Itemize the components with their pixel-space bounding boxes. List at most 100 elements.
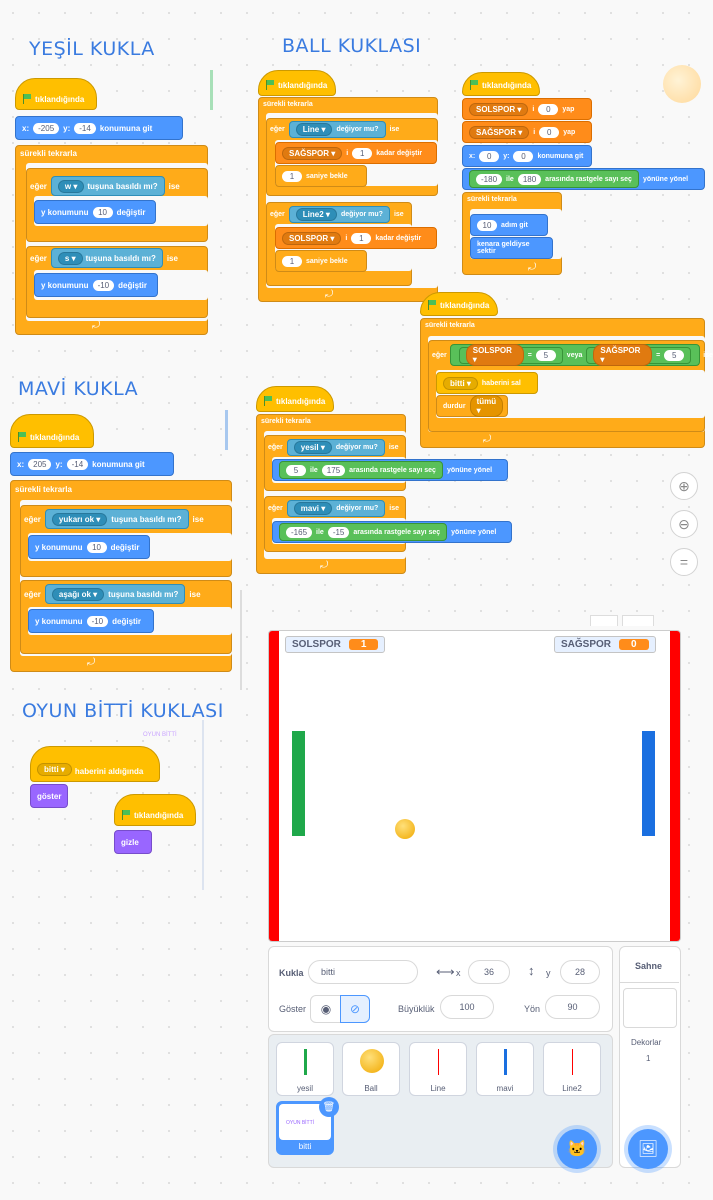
when-flag-block[interactable]: tıklandığında xyxy=(15,78,97,110)
show-block[interactable]: göster xyxy=(30,784,68,808)
key-pressed-block[interactable]: yukarı ok ▾tuşuna basıldı mı? xyxy=(44,509,189,529)
value-input[interactable]: 0 xyxy=(538,103,559,115)
variable-dropdown[interactable]: SAĞSPOR ▾ xyxy=(282,146,343,160)
when-flag-block[interactable]: tıklandığında xyxy=(420,292,498,316)
sprite-tile-yesil[interactable]: yesil xyxy=(276,1042,334,1096)
direction-input[interactable]: 90 xyxy=(545,995,600,1019)
zoom-in-icon[interactable]: ⊕ xyxy=(670,472,698,500)
touching-block[interactable]: yesil ▾değiyor mu? xyxy=(286,439,385,456)
y-input[interactable]: 0 xyxy=(513,150,534,162)
value-input[interactable]: 0 xyxy=(539,126,560,138)
message-dropdown[interactable]: bitti ▾ xyxy=(443,376,478,390)
sprite-dropdown[interactable]: Line2 ▾ xyxy=(295,208,337,221)
steps-input[interactable]: 10 xyxy=(477,219,497,231)
sprite-dropdown[interactable]: Line ▾ xyxy=(295,123,333,136)
go-to-xy-block[interactable]: x:205 y:-14 konumuna git xyxy=(10,452,174,476)
stage-size-button[interactable] xyxy=(590,615,618,626)
size-input[interactable]: 100 xyxy=(440,995,494,1019)
variable-reporter[interactable]: SOLSPOR ▾ xyxy=(465,344,524,366)
touching-block[interactable]: Line ▾değiyor mu? xyxy=(288,121,386,138)
y-input[interactable]: -14 xyxy=(66,458,89,470)
x-input[interactable]: 36 xyxy=(468,960,510,984)
x-input[interactable]: 205 xyxy=(28,458,52,470)
variable-dropdown[interactable]: SOLSPOR ▾ xyxy=(469,102,529,116)
when-flag-block[interactable]: tıklandığında xyxy=(256,386,334,412)
fullscreen-button[interactable] xyxy=(622,615,654,626)
touching-block[interactable]: Line2 ▾değiyor mu? xyxy=(288,206,390,223)
value-input[interactable]: 5 xyxy=(535,349,556,361)
key-pressed-block[interactable]: s ▾tuşuna basıldı mı? xyxy=(50,248,163,268)
add-backdrop-icon[interactable]: 🖼 xyxy=(628,1129,668,1169)
green-paddle-sprite[interactable] xyxy=(292,731,305,836)
from-input[interactable]: -180 xyxy=(476,173,503,185)
seconds-input[interactable]: 1 xyxy=(282,170,302,182)
hide-block[interactable]: gizle xyxy=(114,830,152,854)
step-input[interactable]: -10 xyxy=(86,615,109,627)
y-input[interactable]: 28 xyxy=(560,960,600,984)
sprite-tile-line2[interactable]: Line2 xyxy=(543,1042,601,1096)
from-input[interactable]: -165 xyxy=(286,526,313,538)
bounce-block[interactable]: kenara geldiyse sektir xyxy=(470,237,553,259)
x-input[interactable]: -205 xyxy=(33,122,60,134)
amount-input[interactable]: 1 xyxy=(352,147,373,159)
step-input[interactable]: 10 xyxy=(86,541,107,553)
or-block[interactable]: SOLSPOR ▾=5 veya SAĞSPOR ▾=5 xyxy=(449,344,701,366)
variable-dropdown[interactable]: SOLSPOR ▾ xyxy=(282,231,342,245)
x-input[interactable]: 0 xyxy=(479,150,500,162)
hide-eye-icon[interactable]: ⊘ xyxy=(340,995,370,1023)
when-flag-block[interactable]: tıklandığında xyxy=(114,794,196,826)
step-input[interactable]: -10 xyxy=(92,279,115,291)
step-input[interactable]: 10 xyxy=(92,206,113,218)
key-dropdown[interactable]: aşağı ok ▾ xyxy=(51,587,105,601)
sprite-tile-bitti-selected[interactable]: OYUN BİTTİ bitti xyxy=(276,1101,334,1155)
equals-block[interactable]: SAĞSPOR ▾=5 xyxy=(586,344,692,366)
key-dropdown[interactable]: yukarı ok ▾ xyxy=(51,512,108,526)
sprite-tile-line[interactable]: Line xyxy=(409,1042,467,1096)
show-eye-icon[interactable]: ◉ xyxy=(310,995,342,1023)
amount-input[interactable]: 1 xyxy=(351,232,372,244)
to-input[interactable]: 180 xyxy=(517,173,542,185)
seconds-input[interactable]: 1 xyxy=(282,255,302,267)
variable-reporter[interactable]: SAĞSPOR ▾ xyxy=(593,344,653,366)
go-to-xy-block[interactable]: x:-205 y:-14 konumuna git xyxy=(15,116,183,140)
sprite-name-input[interactable]: bitti xyxy=(308,960,418,984)
zoom-reset-icon[interactable]: = xyxy=(670,548,698,576)
zoom-out-icon[interactable]: ⊖ xyxy=(670,510,698,538)
y-input[interactable]: -14 xyxy=(74,122,96,134)
when-receive-block[interactable]: bitti ▾haberini aldığında xyxy=(30,746,160,782)
add-sprite-icon[interactable]: 🐱 xyxy=(557,1129,597,1169)
key-pressed-block[interactable]: aşağı ok ▾tuşuna basıldı mı? xyxy=(44,584,186,604)
backdrop-thumb[interactable] xyxy=(623,988,677,1028)
when-flag-block[interactable]: tıklandığında xyxy=(462,72,540,96)
delete-sprite-icon[interactable]: 🗑 xyxy=(319,1097,339,1117)
key-dropdown[interactable]: s ▾ xyxy=(57,251,83,265)
ball-sprite[interactable] xyxy=(395,819,415,839)
broadcast-block[interactable]: bitti ▾haberini sal xyxy=(436,372,538,394)
stop-dropdown[interactable]: tümü ▾ xyxy=(469,395,504,417)
to-input[interactable]: -15 xyxy=(327,526,350,538)
variable-dropdown[interactable]: SAĞSPOR ▾ xyxy=(469,125,530,139)
to-input[interactable]: 175 xyxy=(321,464,346,476)
key-dropdown[interactable]: w ▾ xyxy=(57,179,85,193)
when-flag-block[interactable]: tıklandığında xyxy=(10,414,94,448)
when-flag-block[interactable]: tıklandığında xyxy=(258,70,336,96)
sprite-tile-mavi[interactable]: mavi xyxy=(476,1042,534,1096)
